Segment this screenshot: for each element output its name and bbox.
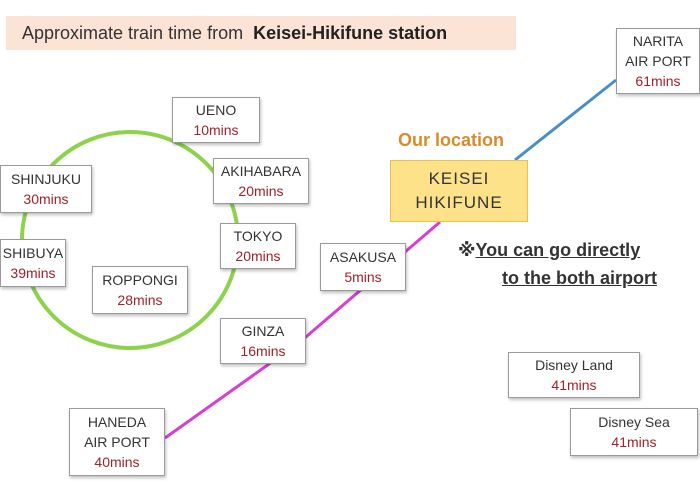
station-box-narita: NARITA AIR PORT 61mins <box>616 28 700 94</box>
station-name: SHINJUKU <box>10 171 81 187</box>
station-name: ROPPONGI <box>102 272 178 288</box>
station-box-ueno: UENO 10mins <box>172 97 260 143</box>
station-name: GINZA <box>241 323 285 339</box>
station-name: Disney Land <box>535 357 613 373</box>
station-time: 16mins <box>240 343 286 359</box>
station-time: 10mins <box>193 122 239 138</box>
note-line2: to the both airport <box>502 268 657 288</box>
station-name-line2: AIR PORT <box>84 434 150 450</box>
station-time: 41mins <box>551 377 597 393</box>
note-mark: ※ <box>458 240 476 260</box>
station-time: 61mins <box>635 73 681 89</box>
station-time: 41mins <box>611 434 657 450</box>
station-box-haneda: HANEDA AIR PORT 40mins <box>69 408 165 476</box>
station-name: TOKYO <box>233 228 283 244</box>
title-prefix: Approximate train time from <box>22 22 244 43</box>
blue-route-line <box>514 78 617 162</box>
station-name: Disney Sea <box>598 414 670 430</box>
station-box-ginza: GINZA 16mins <box>220 318 306 364</box>
station-time: 30mins <box>23 191 69 207</box>
station-box-asakusa: ASAKUSA 5mins <box>320 243 406 291</box>
station-name: SHIBUYA <box>2 245 64 261</box>
station-box-akihabara: AKIHABARA 20mins <box>213 158 309 204</box>
our-location-box: KEISEI HIKIFUNE <box>390 160 528 222</box>
station-name: AKIHABARA <box>220 163 302 179</box>
station-box-tokyo: TOKYO 20mins <box>220 223 296 269</box>
station-box-disney-land: Disney Land 41mins <box>508 352 640 398</box>
station-time: 39mins <box>10 265 56 281</box>
station-box-shibuya: SHIBUYA 39mins <box>0 239 66 287</box>
note-line1: You can go directly <box>475 240 641 260</box>
station-box-shinjuku: SHINJUKU 30mins <box>0 165 92 213</box>
station-time: 28mins <box>117 292 163 308</box>
station-time: 40mins <box>94 454 140 470</box>
station-time: 5mins <box>344 269 382 285</box>
note-line1-wrapper: ※You can go directly <box>458 236 657 264</box>
airport-note: ※You can go directly to the both airport <box>458 236 657 292</box>
station-box-roppongi: ROPPONGI 28mins <box>92 266 188 314</box>
our-location-line2: HIKIFUNE <box>415 193 503 212</box>
our-location-line1: KEISEI <box>428 169 490 188</box>
our-location-label: Our location <box>398 130 505 150</box>
station-name-line2: AIR PORT <box>625 53 691 69</box>
station-name-line1: NARITA <box>632 33 684 49</box>
page-title: Approximate train time from Keisei-Hikif… <box>6 16 516 50</box>
station-time: 20mins <box>238 183 284 199</box>
station-name: ASAKUSA <box>329 249 397 265</box>
station-time: 20mins <box>235 248 281 264</box>
title-station: Keisei-Hikifune station <box>253 22 448 43</box>
station-box-disney-sea: Disney Sea 41mins <box>570 408 698 456</box>
station-name: UENO <box>195 102 237 118</box>
station-name-line1: HANEDA <box>87 414 147 430</box>
